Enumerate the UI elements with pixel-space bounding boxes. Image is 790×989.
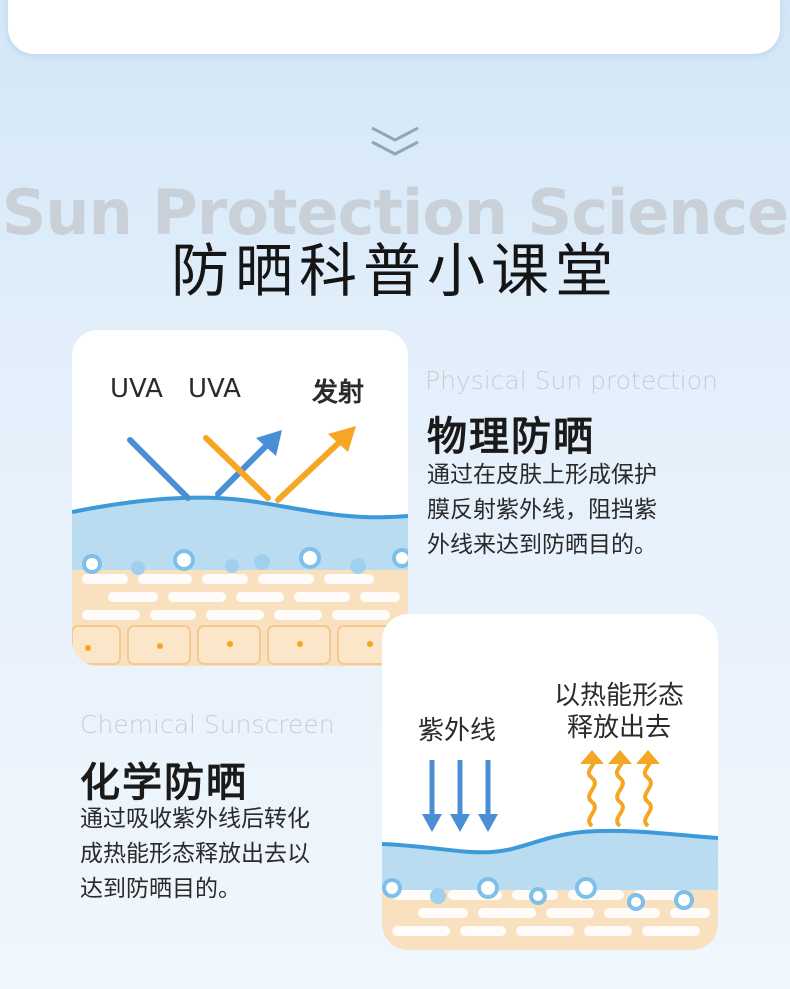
physical-description: 通过在皮肤上形成保护 膜反射紫外线，阻挡紫 外线来达到防晒目的。 bbox=[427, 458, 657, 563]
chemical-subtitle-en: Chemical Sunscreen bbox=[80, 710, 335, 739]
physical-heading: 物理防晒 bbox=[427, 414, 595, 460]
reflect-label: 发射 bbox=[312, 378, 365, 408]
top-card bbox=[8, 0, 780, 54]
release-label-line-1: 以热能形态 bbox=[553, 681, 684, 711]
physical-desc-line-2: 膜反射紫外线，阻挡紫 bbox=[427, 497, 657, 523]
chevron-down-icon bbox=[371, 126, 419, 156]
uva-label-1: UVA bbox=[110, 374, 163, 404]
uv-label: 紫外线 bbox=[418, 716, 497, 746]
physical-desc-line-1: 通过在皮肤上形成保护 bbox=[427, 462, 657, 488]
chemical-skin-illustration bbox=[382, 750, 718, 950]
background-title: Sun Protection Science bbox=[1, 176, 789, 249]
chemical-description: 通过吸收紫外线后转化 成热能形态释放出去以 达到防晒目的。 bbox=[80, 802, 310, 907]
uva-label-2: UVA bbox=[188, 374, 241, 404]
page-title: 防晒科普小课堂 bbox=[170, 237, 619, 305]
chemical-desc-line-1: 通过吸收紫外线后转化 bbox=[80, 806, 310, 832]
chemical-illustration-card: 紫外线 以热能形态 释放出去 bbox=[382, 614, 718, 950]
physical-illustration-card: UVA UVA 发射 bbox=[72, 330, 408, 666]
chemical-heading: 化学防晒 bbox=[80, 760, 248, 806]
physical-desc-line-3: 外线来达到防晒目的。 bbox=[427, 532, 657, 558]
physical-subtitle-en: Physical Sun protection bbox=[425, 366, 718, 395]
chemical-desc-line-3: 达到防晒目的。 bbox=[80, 876, 241, 902]
release-label: 以热能形态 释放出去 bbox=[546, 680, 692, 744]
release-label-line-2: 释放出去 bbox=[566, 713, 671, 743]
chemical-desc-line-2: 成热能形态释放出去以 bbox=[80, 841, 310, 867]
physical-skin-illustration bbox=[72, 426, 408, 666]
